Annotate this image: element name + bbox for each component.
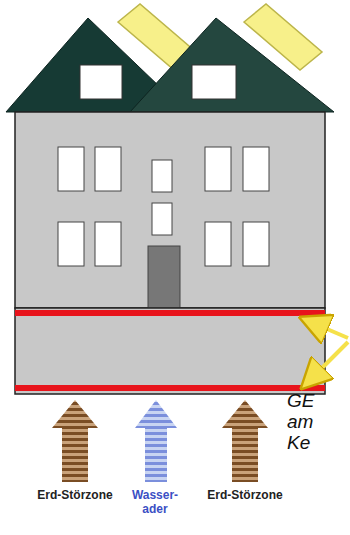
dormer-window — [80, 65, 122, 99]
zone-arrow — [52, 400, 268, 482]
door — [148, 246, 180, 308]
dormer-window — [192, 65, 236, 99]
zone-label: Erd-Störzone — [30, 488, 120, 502]
zone-label: Erd-Störzone — [200, 488, 290, 502]
callout-arrow — [306, 320, 348, 384]
basement — [15, 308, 325, 394]
shielding-line — [15, 385, 325, 391]
house-wall — [15, 112, 325, 308]
callout-text: GE am Ke — [287, 390, 331, 453]
zone-label: Wasser- ader — [126, 488, 184, 516]
shielding-line — [15, 310, 325, 316]
roof — [130, 18, 334, 112]
